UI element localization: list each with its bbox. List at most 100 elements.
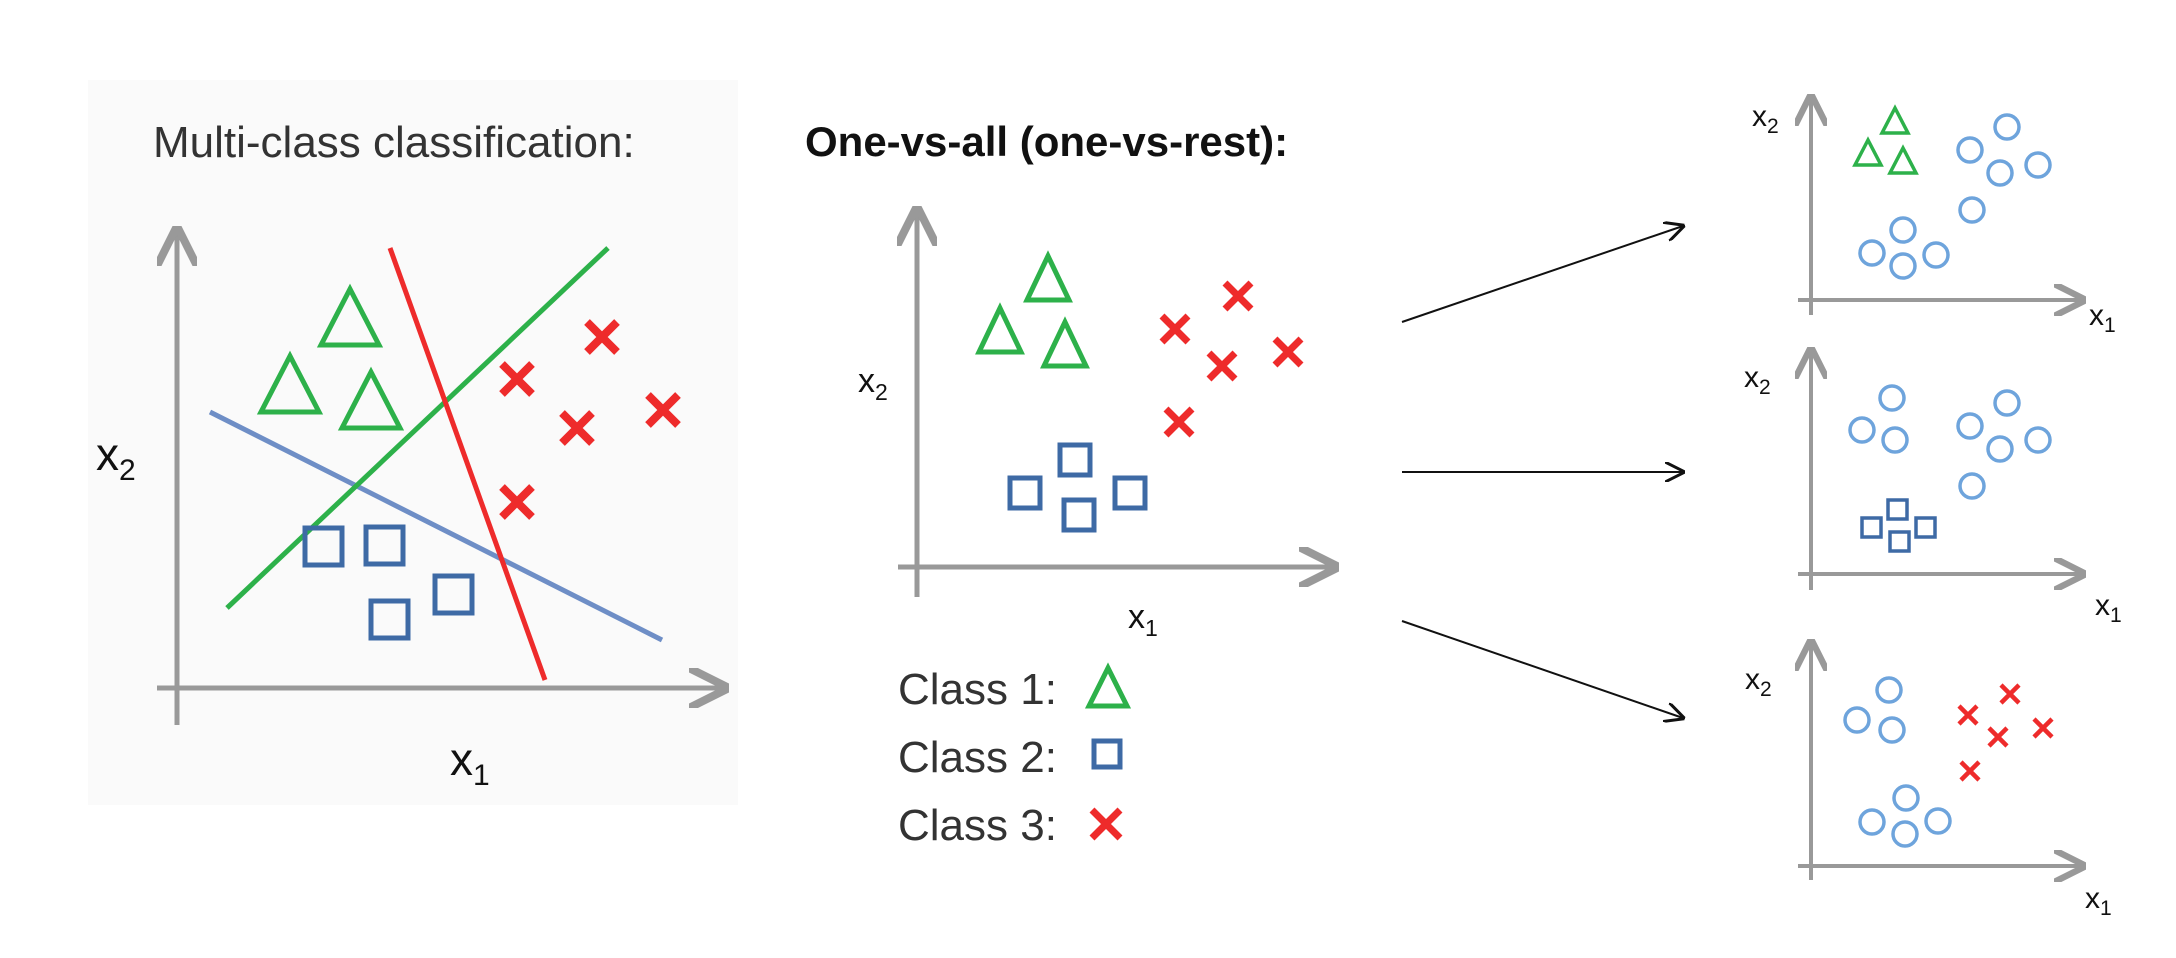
- circle-icon: [1878, 384, 1906, 412]
- triangle-icon: [1887, 144, 1919, 175]
- circle-icon: [1924, 807, 1952, 835]
- triangle-icon: [1852, 136, 1884, 167]
- boundary-green: [225, 246, 610, 610]
- legend-item-class1: Class 1:: [898, 665, 1057, 715]
- cross-icon: [2032, 717, 2054, 739]
- cross-icon: [1957, 704, 1979, 726]
- connector-arrows: [1401, 226, 1683, 718]
- square-icon: [1914, 516, 1937, 539]
- right-panel-3: x2 x1: [1745, 642, 2112, 920]
- panel2-y-axis-label: x2: [1744, 361, 1771, 399]
- square-icon: [363, 524, 406, 567]
- panel1-y-axis-label: x2: [1752, 100, 1779, 138]
- boundary-red: [387, 247, 548, 681]
- panel3-x-axis-label: x1: [2085, 882, 2112, 920]
- arrow-to-panel-1: [1401, 226, 1683, 323]
- cross-icon: [584, 319, 620, 355]
- square-icon: [368, 598, 411, 641]
- legend-item-class2: Class 2:: [898, 733, 1057, 783]
- cross-icon: [1159, 313, 1191, 345]
- circle-icon: [1858, 239, 1886, 267]
- middle-panel: x2 x1: [858, 210, 1335, 641]
- panel2-x-axis-label: x1: [2095, 589, 2122, 627]
- square-icon: [1007, 475, 1043, 511]
- circle-icon: [1889, 216, 1917, 244]
- cross-icon: [1163, 406, 1195, 438]
- circle-icon: [1848, 416, 1876, 444]
- left-class1-points: [256, 283, 405, 431]
- square-icon: [1091, 738, 1123, 770]
- panel1-rest-points: [1858, 113, 2052, 280]
- square-icon: [1112, 475, 1148, 511]
- triangle-icon: [1040, 316, 1090, 369]
- circle-icon: [1889, 252, 1917, 280]
- circle-icon: [1875, 676, 1903, 704]
- middle-class3-points: [1159, 280, 1304, 438]
- circle-icon: [1891, 820, 1919, 848]
- legend-label-class1: Class 1:: [898, 665, 1057, 714]
- circle-icon: [1858, 808, 1886, 836]
- cross-icon: [499, 484, 535, 520]
- middle-panel-title: One-vs-all (one-vs-rest):: [805, 118, 1289, 165]
- circle-icon: [2024, 151, 2052, 179]
- cross-icon: [1272, 336, 1304, 368]
- circle-icon: [1986, 159, 2014, 187]
- square-icon: [1888, 530, 1911, 553]
- legend-label-class2: Class 2:: [898, 733, 1057, 782]
- cross-icon: [559, 410, 595, 446]
- panel3-class3-points: [1957, 683, 2054, 782]
- right-panel-2: x2 x1: [1744, 350, 2122, 627]
- arrow-to-panel-3: [1401, 620, 1683, 718]
- square-icon: [302, 525, 345, 568]
- left-panel: x2 x1: [96, 230, 725, 792]
- left-panel-title: Multi-class classification:: [153, 118, 635, 167]
- circle-icon: [1958, 196, 1986, 224]
- left-panel-background: [88, 80, 738, 805]
- panel3-rest-points: [1843, 676, 1952, 848]
- triangle-icon: [316, 283, 384, 348]
- cross-icon: [1206, 350, 1238, 382]
- circle-icon: [1892, 784, 1920, 812]
- panel2-rest-points: [1848, 384, 2052, 500]
- triangle-icon: [1879, 104, 1911, 135]
- circle-icon: [1958, 472, 1986, 500]
- cross-icon: [1959, 760, 1981, 782]
- cross-icon: [1987, 726, 2009, 748]
- boundary-blue: [208, 409, 664, 643]
- triangle-icon: [256, 350, 324, 415]
- legend-item-class3: Class 3:: [898, 801, 1057, 851]
- square-icon: [1860, 516, 1883, 539]
- middle-y-axis-label: x2: [858, 362, 888, 405]
- circle-icon: [1878, 716, 1906, 744]
- cross-icon: [1089, 807, 1123, 841]
- circle-icon: [1993, 389, 2021, 417]
- panel3-y-axis-label: x2: [1745, 663, 1772, 701]
- middle-class1-points: [975, 250, 1090, 369]
- triangle-icon: [975, 302, 1025, 355]
- cross-icon: [499, 361, 535, 397]
- panel1-x-axis-label: x1: [2089, 299, 2116, 337]
- circle-icon: [1993, 113, 2021, 141]
- right-panel-1: x2 x1: [1752, 97, 2116, 337]
- circle-icon: [1986, 435, 2014, 463]
- triangle-icon: [337, 366, 405, 431]
- square-icon: [1886, 498, 1909, 521]
- circle-icon: [1956, 412, 1984, 440]
- cross-icon: [1222, 280, 1254, 312]
- legend-label-class3: Class 3:: [898, 801, 1057, 850]
- middle-x-axis-label: x1: [1128, 598, 1158, 641]
- left-class3-points: [499, 319, 681, 520]
- panel1-class1-points: [1852, 104, 1919, 175]
- circle-icon: [1922, 241, 1950, 269]
- panel2-class2-points: [1860, 498, 1937, 553]
- left-y-axis-label: x2: [96, 428, 136, 487]
- left-x-axis-label: x1: [450, 733, 490, 792]
- triangle-icon: [1084, 662, 1132, 709]
- square-icon: [1061, 497, 1097, 533]
- left-class2-points: [302, 524, 475, 641]
- square-icon: [1057, 442, 1093, 478]
- legend-symbols: [1084, 662, 1132, 841]
- circle-icon: [1956, 136, 1984, 164]
- middle-class2-points: [1007, 442, 1148, 533]
